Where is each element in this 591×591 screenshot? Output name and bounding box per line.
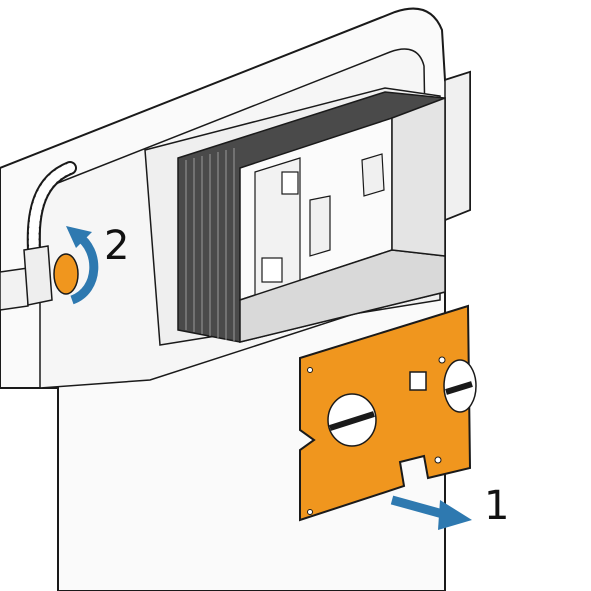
box-right-face [391,96,446,257]
valve-body [309,195,331,257]
step-number-1: 1 [484,483,510,529]
turn-arrow [70,232,99,305]
side-bracket [444,70,471,222]
square-cutout [409,371,427,391]
box-front-frame [239,249,446,343]
fin-lines [185,148,235,341]
top-square [281,171,299,195]
braided-hose-inner [28,163,75,255]
pull-arrow-head [438,500,472,530]
turn-arrow-head [66,226,92,248]
right-fitting [361,153,385,197]
small-hole-1 [438,356,446,364]
orange-cover-plate [299,304,472,522]
small-hole-4 [307,509,313,515]
stop-valve [23,245,53,306]
right-cutout-rib [445,381,473,395]
small-hole-3 [307,367,313,373]
valve-knob [53,253,79,295]
bottom-square [261,257,283,283]
small-hole-2 [434,456,442,464]
inlet-pipe [0,267,29,311]
left-cutout-rib [329,411,375,431]
step-number-2: 2 [104,223,130,269]
